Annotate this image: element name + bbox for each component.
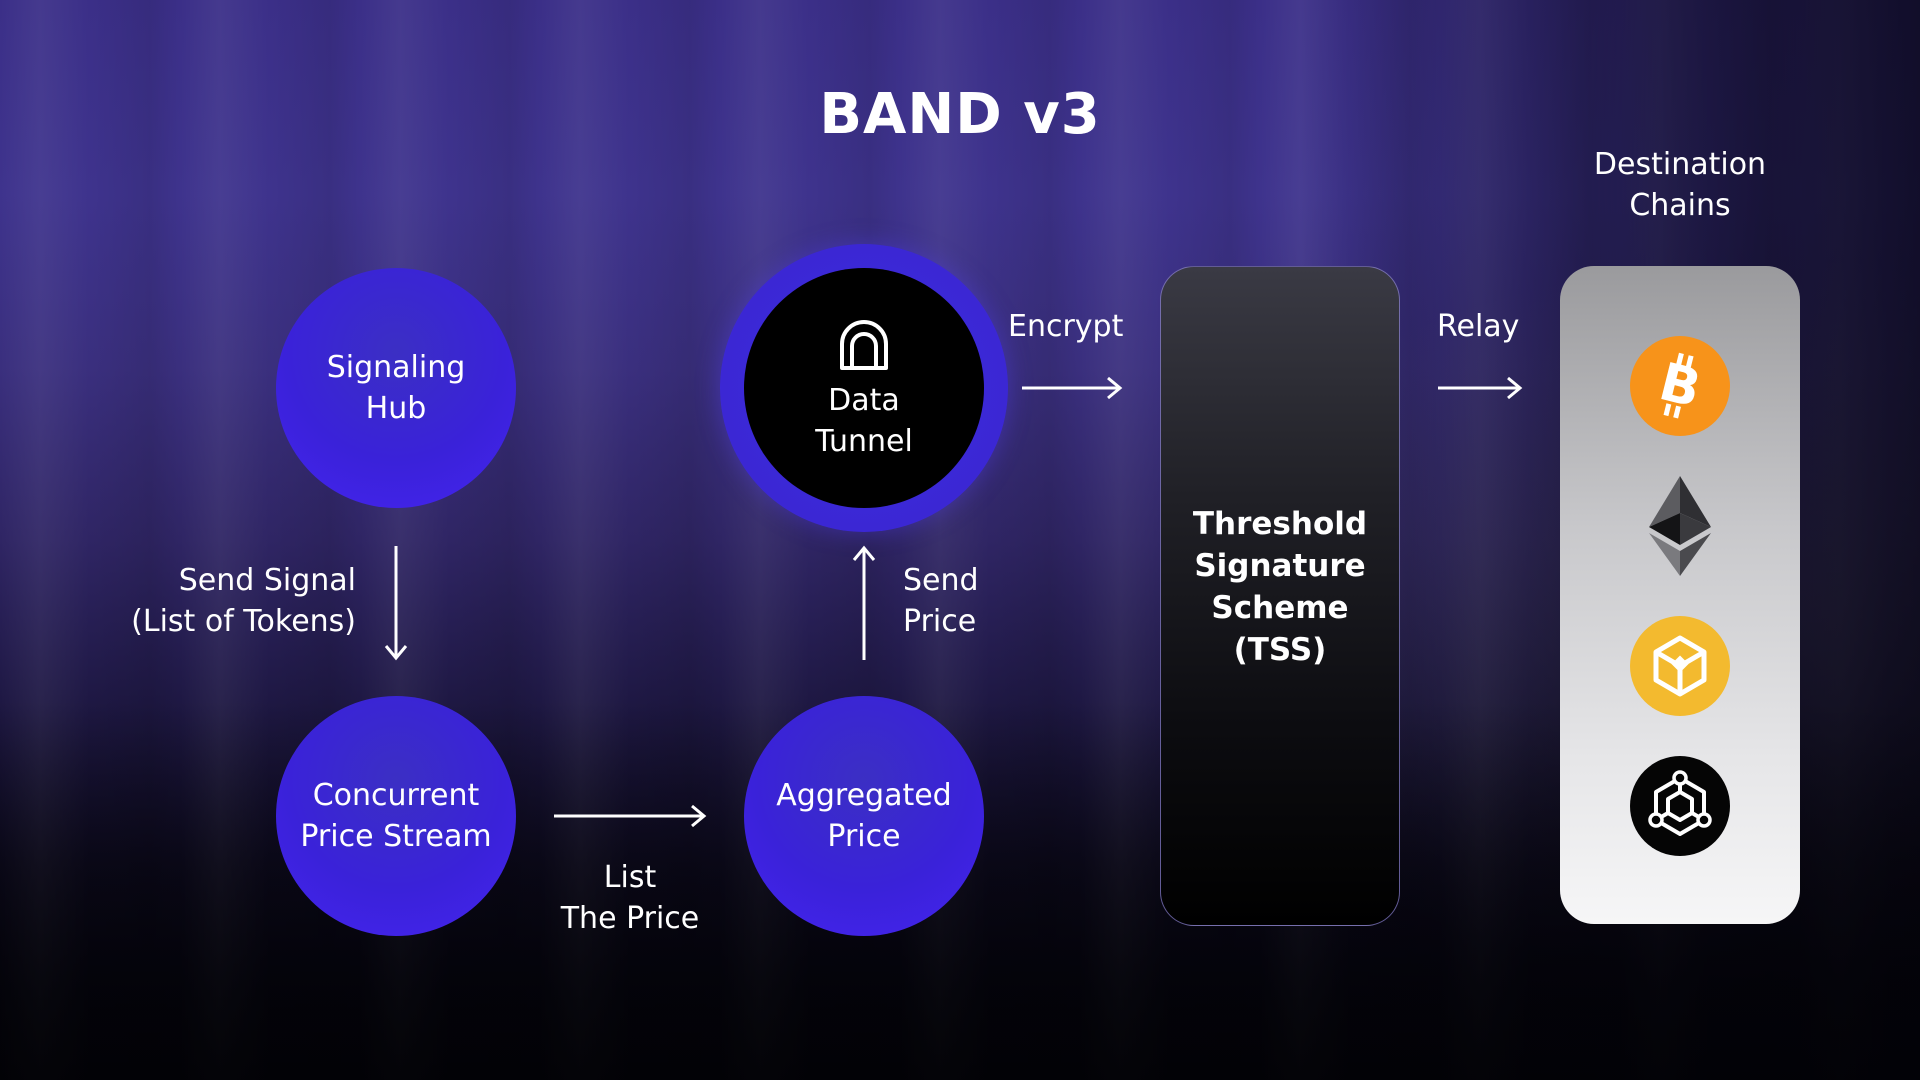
destination-chains-title: Destination Chains	[1560, 144, 1800, 226]
data-tunnel-label-line2: Tunnel	[815, 424, 913, 459]
tss-label-line2: Signature	[1194, 548, 1366, 584]
destination-chains-panel: B	[1560, 266, 1800, 924]
encrypt-label: Encrypt	[1008, 309, 1124, 344]
data-tunnel-label-line1: Data	[828, 383, 900, 418]
cosmos-hub-icon	[1630, 756, 1730, 856]
price-stream-label-line2: Price Stream	[300, 819, 492, 854]
price-stream-label-line1: Concurrent	[312, 778, 480, 813]
aggregated-price-label-line1: Aggregated	[776, 778, 952, 813]
relay-arrow	[1438, 376, 1523, 400]
tunnel-icon	[840, 320, 888, 370]
send-price-arrow	[852, 545, 876, 660]
destination-title-line2: Chains	[1629, 188, 1731, 223]
tss-label-line1: Threshold	[1192, 506, 1368, 542]
send-signal-label-line2: (List of Tokens)	[131, 604, 356, 639]
send-price-label-line1: Send	[903, 563, 979, 598]
data-tunnel-node: Data Tunnel	[744, 268, 984, 508]
send-signal-label-line1: Send Signal	[178, 563, 356, 598]
signaling-hub-label-line2: Hub	[365, 391, 427, 426]
list-price-label-line2: The Price	[560, 901, 700, 936]
signaling-hub-node: Signaling Hub	[276, 268, 516, 508]
tss-node: Threshold Signature Scheme (TSS)	[1160, 266, 1400, 926]
relay-label: Relay	[1437, 309, 1520, 344]
send-signal-arrow	[384, 546, 408, 661]
bitcoin-icon: B	[1630, 336, 1730, 436]
send-signal-label: Send Signal (List of Tokens)	[96, 560, 356, 642]
aggregated-price-node: Aggregated Price	[744, 696, 984, 936]
bnb-icon	[1630, 616, 1730, 716]
destination-title-line1: Destination	[1593, 147, 1767, 182]
send-price-label: Send Price	[903, 560, 1043, 642]
aggregated-price-label-line2: Price	[827, 819, 901, 854]
tss-label-line4: (TSS)	[1233, 632, 1327, 668]
send-price-label-line2: Price	[903, 604, 977, 639]
ethereum-icon	[1649, 476, 1711, 576]
signaling-hub-label-line1: Signaling	[326, 350, 466, 385]
diagram-title: BAND v3	[819, 82, 1101, 147]
list-price-arrow	[554, 804, 707, 828]
list-price-label: List The Price	[530, 857, 730, 939]
price-stream-node: Concurrent Price Stream	[276, 696, 516, 936]
list-price-label-line1: List	[603, 860, 657, 895]
tss-label-line3: Scheme	[1211, 590, 1349, 626]
encrypt-arrow	[1022, 376, 1123, 400]
